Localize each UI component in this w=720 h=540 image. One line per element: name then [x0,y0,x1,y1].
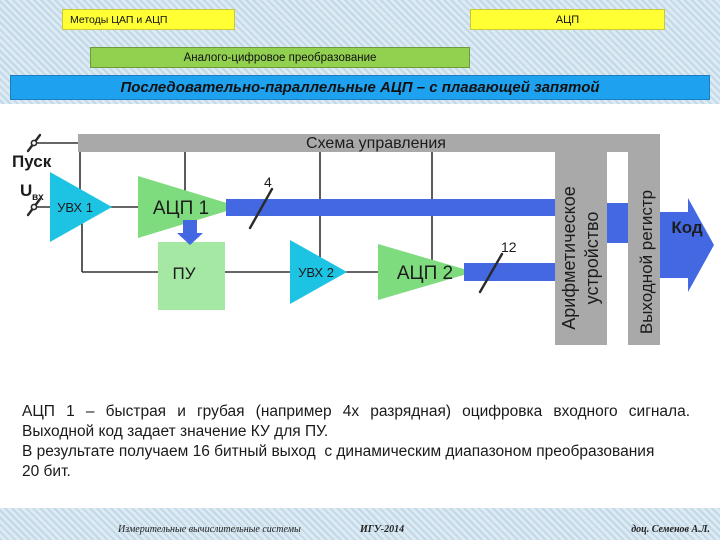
input-terminal [30,203,38,211]
section-title: Аналого-цифровое преобразование [183,51,377,64]
input-symbol: U [20,181,32,200]
arithmetic-unit-label-line-2: устройство [582,212,602,305]
topic-label: Методы ЦАП и АЦП [70,13,168,26]
control-unit-label: Схема управления [306,135,446,152]
start-label: Пуск [12,152,52,171]
chapter-box: АЦП [470,9,665,30]
chapter-label: АЦП [555,13,580,26]
sample-hold-1-label: УВХ 1 [57,200,93,215]
description-line-4: 20 бит. [22,463,71,480]
bus-adc2-to-alu [464,263,556,281]
footer-author: доц. Семенов А.Л. [631,524,710,535]
arithmetic-unit-label-line-1: Арифметическое [559,186,579,329]
sample-hold-1-block [50,172,112,242]
output-arrow [660,198,714,292]
control-unit-block [78,134,628,152]
adc-1-block [138,176,240,238]
description-line-3: В результате получаем 16 битный выход с … [22,443,655,460]
footer-university: ИГУ-2014 [360,524,405,535]
slide-title: Последовательно-параллельные АЦП – с пла… [120,79,600,96]
adc-2-block [378,244,474,300]
bus-adc1-to-amplifier [177,220,203,245]
adc-1-bits-label: 4 [264,174,272,190]
adc-1-bits-slash [248,187,274,230]
adc-1-label: АЦП 1 [153,198,209,219]
output-register-block [628,134,660,345]
bus-alu-to-register [606,203,629,243]
description-line-2: Выходной код задает значение КУ для ПУ. [22,423,329,440]
sample-hold-2-label: УВХ 2 [298,265,334,280]
adc-2-bits-slash [478,252,504,294]
footer-course: Измерительные вычислительные системы [118,524,301,535]
topic-box: Методы ЦАП и АЦП [62,9,235,30]
bus-adc1-to-alu [226,199,556,216]
description-line-1: АЦП 1 – быстрая и грубая (например 4х ра… [22,403,690,420]
output-label: Код [671,218,703,237]
adc-2-label: АЦП 2 [397,263,453,284]
output-register-label: Выходной регистр [637,190,656,334]
input-subscript: вх [32,192,44,203]
adc-2-bits-label: 12 [501,239,517,255]
amplifier-label: ПУ [172,264,195,283]
description: АЦП 1 – быстрая и грубая (например 4х ра… [22,402,690,482]
sample-hold-2-block [290,240,347,304]
start-terminal [30,139,38,147]
slide-title-bar: Последовательно-параллельные АЦП – с пла… [10,75,710,100]
amplifier-block [158,242,225,310]
section-box: Аналого-цифровое преобразование [90,47,470,68]
arithmetic-unit-block [555,152,607,345]
